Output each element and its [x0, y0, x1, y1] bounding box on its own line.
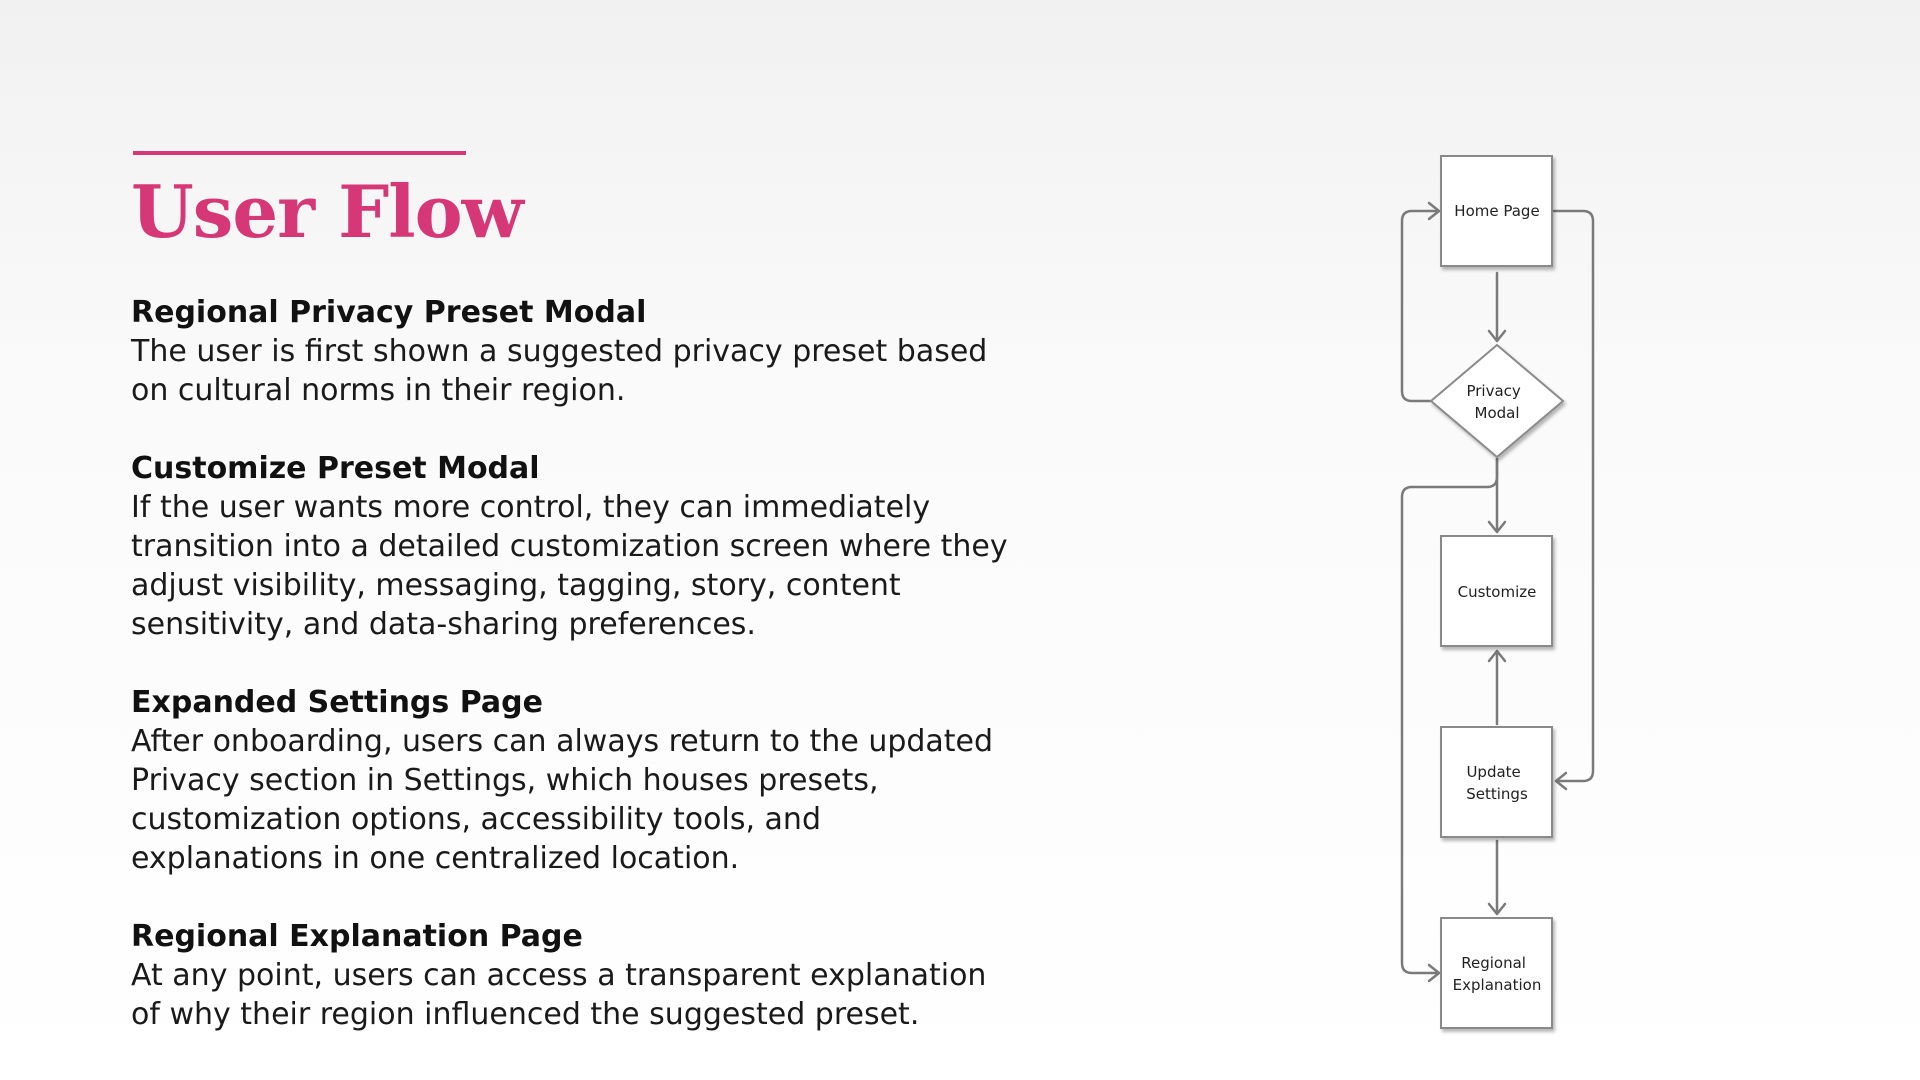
node-label: Home Page — [1454, 202, 1539, 220]
page-title: User Flow — [131, 169, 524, 254]
section-regional-explanation-page: Regional Explanation Page At any point, … — [131, 917, 1031, 1034]
section-heading: Regional Privacy Preset Modal — [131, 295, 647, 330]
section-customize-preset-modal: Customize Preset Modal If the user wants… — [131, 449, 1031, 644]
node-label: Settings — [1466, 785, 1528, 803]
node-label: Update — [1466, 763, 1520, 781]
svg-text:Home Page: Home Page — [1454, 202, 1539, 220]
arrowhead-up-into-customize — [1487, 649, 1507, 663]
connector-home-to-update — [1552, 209, 1595, 783]
node-regional-explanation: Regional Explanation — [1440, 917, 1553, 1029]
arrowhead-into-customize — [1487, 520, 1507, 534]
node-label: Explanation — [1453, 976, 1542, 994]
node-privacy-modal: Privacy Modal — [1429, 343, 1565, 459]
flow-descriptions: Regional Privacy Preset Modal The user i… — [131, 293, 1031, 1073]
node-label: Modal — [1475, 404, 1520, 422]
node-customize: Customize — [1440, 535, 1553, 647]
svg-text:Update Settings: Update Settings — [1466, 763, 1528, 803]
section-body: After onboarding, users can always retur… — [131, 724, 994, 876]
section-heading: Expanded Settings Page — [131, 685, 543, 720]
svg-text:Customize: Customize — [1458, 583, 1537, 601]
svg-text:Regional Explanation: Regional Explanation — [1453, 954, 1542, 994]
svg-text:Privacy Modal: Privacy Modal — [1466, 382, 1525, 422]
section-body: If the user wants more control, they can… — [131, 490, 1008, 642]
arrowhead-back-into-home — [1427, 201, 1441, 221]
title-underline — [133, 151, 466, 155]
node-home-page: Home Page — [1440, 155, 1553, 267]
node-label: Privacy — [1466, 382, 1520, 400]
connector-privacy-to-explanation — [1400, 457, 1499, 975]
arrowhead-into-explanation-side — [1427, 963, 1441, 983]
node-label: Regional — [1461, 954, 1526, 972]
arrowhead-into-privacy — [1487, 329, 1507, 343]
section-body: The user is first shown a suggested priv… — [131, 334, 988, 408]
section-expanded-settings-page: Expanded Settings Page After onboarding,… — [131, 683, 1031, 878]
section-heading: Regional Explanation Page — [131, 919, 583, 954]
arrowhead-into-explanation — [1487, 902, 1507, 916]
node-update-settings: Update Settings — [1440, 726, 1553, 838]
section-privacy-preset-modal: Regional Privacy Preset Modal The user i… — [131, 293, 1031, 410]
arrowhead-into-update — [1554, 771, 1568, 791]
node-label: Customize — [1458, 583, 1537, 601]
section-body: At any point, users can access a transpa… — [131, 958, 987, 1032]
section-heading: Customize Preset Modal — [131, 451, 540, 486]
connector-privacy-back-to-home — [1400, 209, 1440, 403]
